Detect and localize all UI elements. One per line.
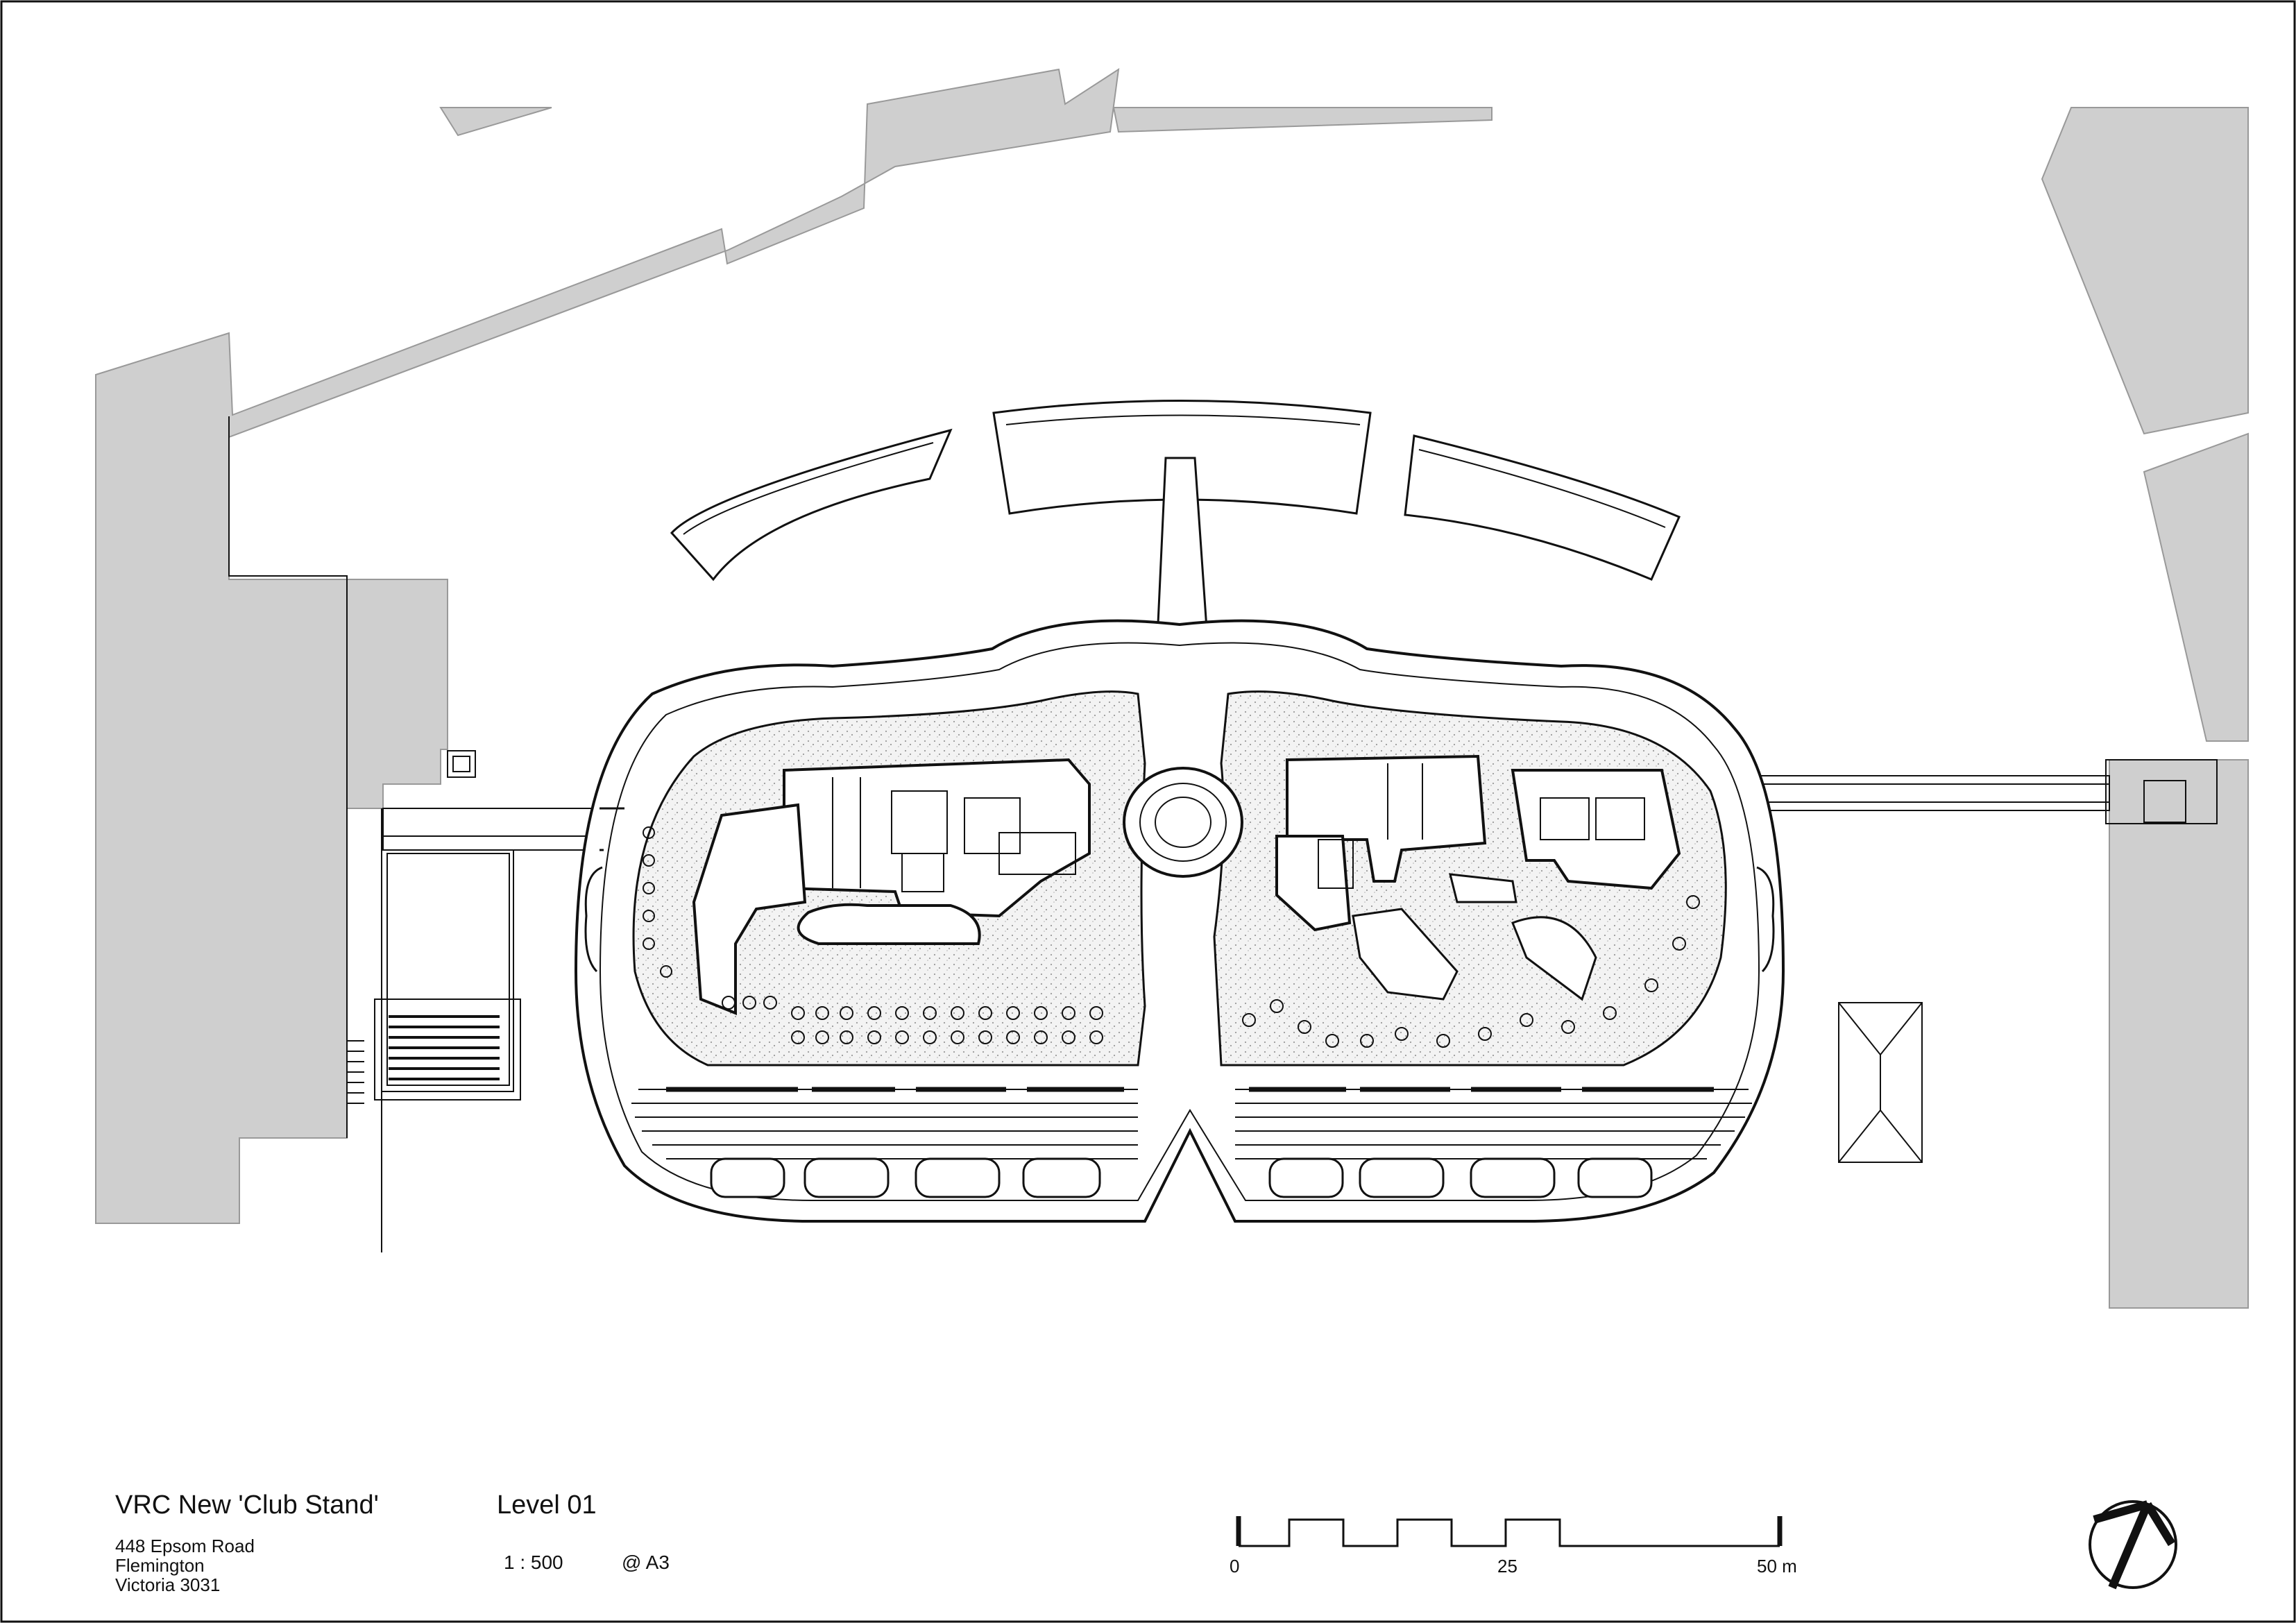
context-building-north-left [439,107,552,137]
east-counter [1449,873,1517,903]
context-building-east-mid [2143,432,2249,742]
address-line-2: Flemington [115,1555,205,1576]
address-line-3: Victoria 3031 [115,1574,221,1595]
north-arrow-icon [2089,1500,2177,1590]
context-building-east-top [2041,107,2249,435]
context-buildings [95,67,2249,1309]
west-bar [797,903,981,945]
east-core [1275,754,1681,932]
scale-bar-label-0: 0 [1230,1556,1240,1577]
project-title: VRC New 'Club Stand' [115,1490,379,1520]
east-bar [1352,908,1459,1001]
west-bridge [599,807,624,851]
east-lounge-tables [1242,895,1700,1048]
canopy-left [670,428,953,581]
scale-bar [1236,1516,1783,1547]
club-stand-building [574,619,1785,1223]
paper-size: @ A3 [622,1552,670,1573]
west-stair [347,1040,364,1104]
south-boxes [710,1157,1653,1198]
context-building-north-right [1112,107,1493,133]
scale-bar-label-25: 25 [1497,1556,1517,1577]
scale-bar-label-50: 50 m [1757,1556,1797,1577]
west-plaza-seating [389,1015,500,1080]
drawing-scale: 1 : 500 [504,1552,563,1573]
canopy-right [1404,434,1681,581]
north-canopies [670,400,1681,640]
east-bar-2 [1511,916,1597,1001]
building-inner-shell [599,642,1760,1201]
level-title: Level 01 [497,1490,597,1520]
west-dining-tables [643,826,1103,1044]
address-line-1: 448 Epsom Road [115,1536,255,1556]
context-building-east-low [2109,759,2249,1309]
east-pavilion [1838,1002,1923,1163]
